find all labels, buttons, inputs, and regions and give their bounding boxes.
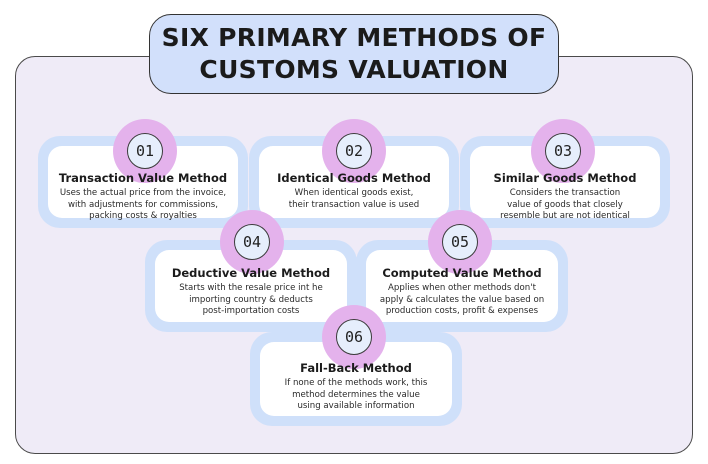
method-title-01: Transaction Value Method — [58, 171, 228, 185]
method-title-02: Identical Goods Method — [277, 171, 431, 185]
method-desc-05: Applies when other methods don't apply &… — [379, 283, 545, 316]
badge-03: 03 — [545, 133, 581, 169]
method-desc-03: Considers the transaction value of goods… — [500, 188, 630, 221]
method-title-03: Similar Goods Method — [493, 171, 637, 185]
badge-05: 05 — [442, 224, 478, 260]
method-desc-06: If none of the methods work, this method… — [284, 378, 428, 411]
method-card-06 — [250, 332, 462, 426]
method-title-06: Fall-Back Method — [300, 361, 412, 375]
badge-02: 02 — [336, 133, 372, 169]
badge-01: 01 — [127, 133, 163, 169]
method-title-04: Deductive Value Method — [171, 266, 331, 280]
method-desc-04: Starts with the resale price int he impo… — [179, 283, 323, 316]
page-title: SIX PRIMARY METHODS OF CUSTOMS VALUATION — [149, 14, 559, 94]
method-desc-02: When identical goods exist, their transa… — [288, 188, 420, 210]
method-title-05: Computed Value Method — [382, 266, 542, 280]
method-desc-01: Uses the actual price from the invoice, … — [59, 188, 227, 221]
title-line-1: SIX PRIMARY METHODS OF — [161, 23, 547, 52]
title-line-2: CUSTOMS VALUATION — [199, 55, 509, 84]
badge-06: 06 — [336, 319, 372, 355]
badge-04: 04 — [234, 224, 270, 260]
